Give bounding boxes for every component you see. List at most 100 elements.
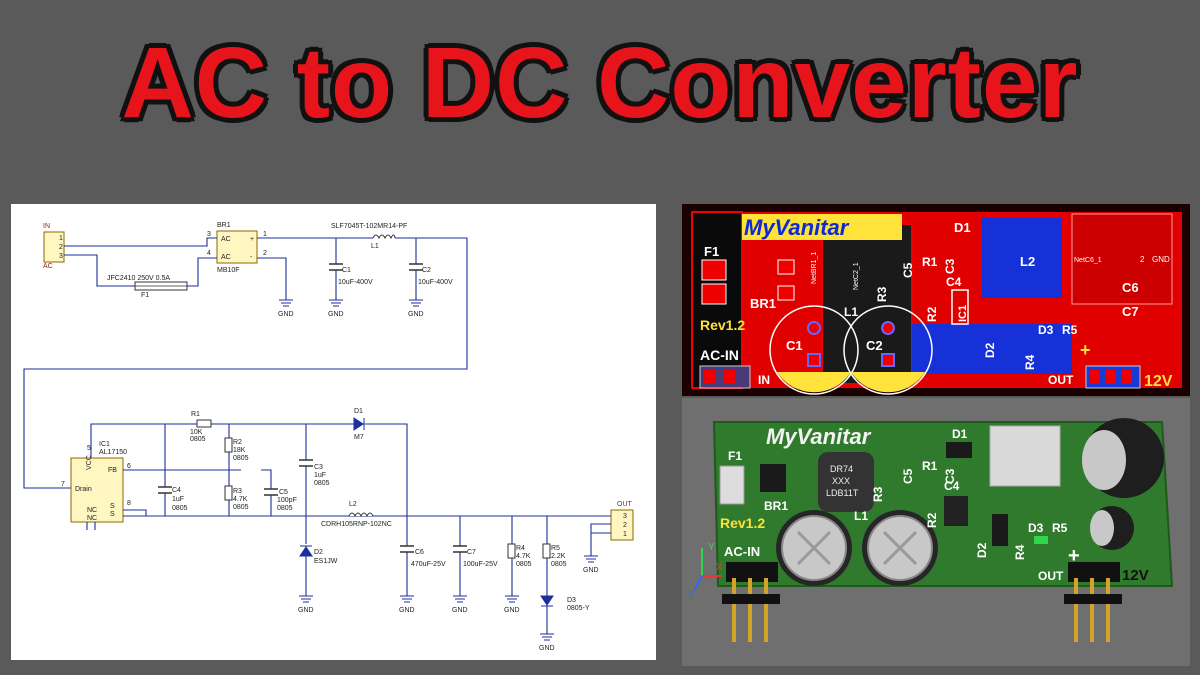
pcb-net-label: 2 — [1140, 255, 1145, 264]
r5-ref: R5 — [551, 545, 560, 552]
ac-in-header — [726, 562, 778, 582]
gnd-symbol — [279, 299, 293, 307]
c2-value: 10uF-400V — [418, 279, 453, 286]
fuse-pad — [701, 283, 727, 305]
br1-pad — [777, 259, 795, 275]
3d-ref-c3: C3 — [943, 468, 957, 484]
r2-pkg: 0805 — [233, 455, 249, 462]
pcb-ref-r2: R2 — [925, 306, 939, 322]
fuse-pad — [701, 259, 727, 281]
gnd-label: GND — [298, 607, 314, 614]
3d-ac-in-label: AC-IN — [724, 544, 760, 559]
3d-ref-r3: R3 — [871, 486, 885, 502]
gnd-symbol — [400, 595, 414, 603]
3d-ref-br1: BR1 — [764, 499, 788, 513]
pin-pad — [704, 370, 716, 384]
3d-ref-d2: D2 — [975, 542, 989, 558]
pcb-ref-l2: L2 — [1020, 254, 1035, 269]
pcb-ref-f1: F1 — [704, 244, 719, 259]
3d-ref-r1: R1 — [922, 459, 938, 473]
pcb-ref-c4: C4 — [946, 275, 962, 289]
pcb-ref-r5: R5 — [1062, 323, 1078, 337]
c7-value: 100uF-25V — [463, 561, 498, 568]
pin-pad — [1106, 370, 1116, 384]
r4-pkg: 0805 — [516, 561, 532, 568]
axis-z-label: Z — [688, 590, 694, 601]
c1-outline — [769, 305, 859, 395]
3d-rev: Rev1.2 — [720, 515, 765, 531]
c4-value: 1uF — [172, 496, 184, 503]
f1-ref: F1 — [141, 292, 149, 299]
page-title: AC to DC Converter — [121, 27, 1079, 139]
pcb-net-label: NetC6_1 — [1074, 257, 1102, 264]
pcb-ref-c1: C1 — [786, 338, 803, 353]
gnd-label: GND — [539, 645, 555, 652]
ic1-chip — [70, 457, 124, 523]
wire — [23, 237, 468, 489]
pcb-ref-d1: D1 — [954, 220, 971, 235]
gnd-label: GND — [583, 567, 599, 574]
c1-pad — [807, 321, 821, 335]
bridge-br1 — [216, 230, 258, 264]
gnd-symbol — [409, 299, 423, 307]
in-pin-2: 2 — [59, 244, 63, 251]
c1-value: 10uF-400V — [338, 279, 373, 286]
br1-pin-ac: AC — [221, 236, 231, 243]
ic1-pin-5: 5 — [87, 445, 91, 452]
pcb-ref-r4: R4 — [1023, 354, 1037, 370]
led-d3 — [1034, 536, 1048, 544]
wire — [211, 423, 408, 516]
br1-pin-1: 1 — [263, 231, 267, 238]
schematic-panel: IN AC 1 2 3 JFC2410 250V 0.5A F1 BR1 AC … — [11, 204, 656, 660]
input-connector — [43, 231, 65, 263]
r2-ref: R2 — [233, 439, 242, 446]
axis-x-label: X — [716, 562, 723, 573]
pcb-net-label: NetBR1_1 — [811, 252, 818, 284]
ic1-pin-vcc: VCC — [86, 455, 93, 470]
r1-pkg: 0805 — [190, 436, 206, 443]
inductor-marking: LDB11T — [826, 488, 859, 498]
pcb-ac-in-label: AC-IN — [700, 347, 739, 363]
inductor-marking: XXX — [832, 476, 850, 486]
resistor-r2 — [224, 437, 233, 453]
br1-pin-3: 3 — [207, 231, 211, 238]
gnd-symbol — [299, 595, 313, 603]
br1-pin-minus: - — [250, 254, 253, 261]
gnd-symbol — [584, 555, 598, 563]
out-pin-3: 3 — [623, 513, 627, 520]
ic1-ref: IC1 — [99, 441, 110, 448]
r1-ref: R1 — [191, 411, 200, 418]
output-connector — [610, 509, 634, 541]
3d-ref-d3: D3 — [1028, 521, 1044, 535]
in-pin-1: 1 — [59, 235, 63, 242]
ic1-pin-6: 6 — [127, 463, 131, 470]
pcb-3d-view: MyVanitar F1 BR1 DR74 XXX LDB11T L1 Rev1… — [682, 398, 1190, 666]
gnd-label: GND — [504, 607, 520, 614]
pcb-in-label: IN — [758, 373, 770, 387]
r3-value: 4.7K — [233, 496, 248, 503]
wire — [257, 257, 287, 300]
inductor-l1 — [818, 452, 874, 512]
inductor-l2 — [989, 425, 1061, 487]
r4-value: 4.7K — [516, 553, 531, 560]
gnd-label: GND — [399, 607, 415, 614]
d3-value: 0805-Y — [567, 605, 590, 612]
br1-pin-2: 2 — [263, 250, 267, 257]
br1-value: MB10F — [217, 267, 240, 274]
3d-plus-mark: + — [1068, 545, 1080, 567]
pcb-net-label: NetC2_1 — [853, 262, 860, 290]
c2-ref: C2 — [422, 267, 431, 274]
gnd-label: GND — [452, 607, 468, 614]
pcb-3d-panel: MyVanitar F1 BR1 DR74 XXX LDB11T L1 Rev1… — [682, 398, 1190, 666]
axis-y-label: Y — [708, 542, 715, 553]
diode-d2 — [299, 545, 313, 557]
pcb-out-label: OUT — [1048, 373, 1074, 387]
ic1-pin-nc: NC — [87, 515, 97, 522]
resistor-r5 — [542, 543, 551, 559]
c5-ref: C5 — [279, 489, 288, 496]
pcb-ref-r1: R1 — [922, 255, 938, 269]
br1-pin-plus: + — [250, 236, 254, 243]
wire — [86, 522, 96, 530]
out-pin-1: 1 — [623, 531, 627, 538]
c5-pkg: 0805 — [277, 505, 293, 512]
